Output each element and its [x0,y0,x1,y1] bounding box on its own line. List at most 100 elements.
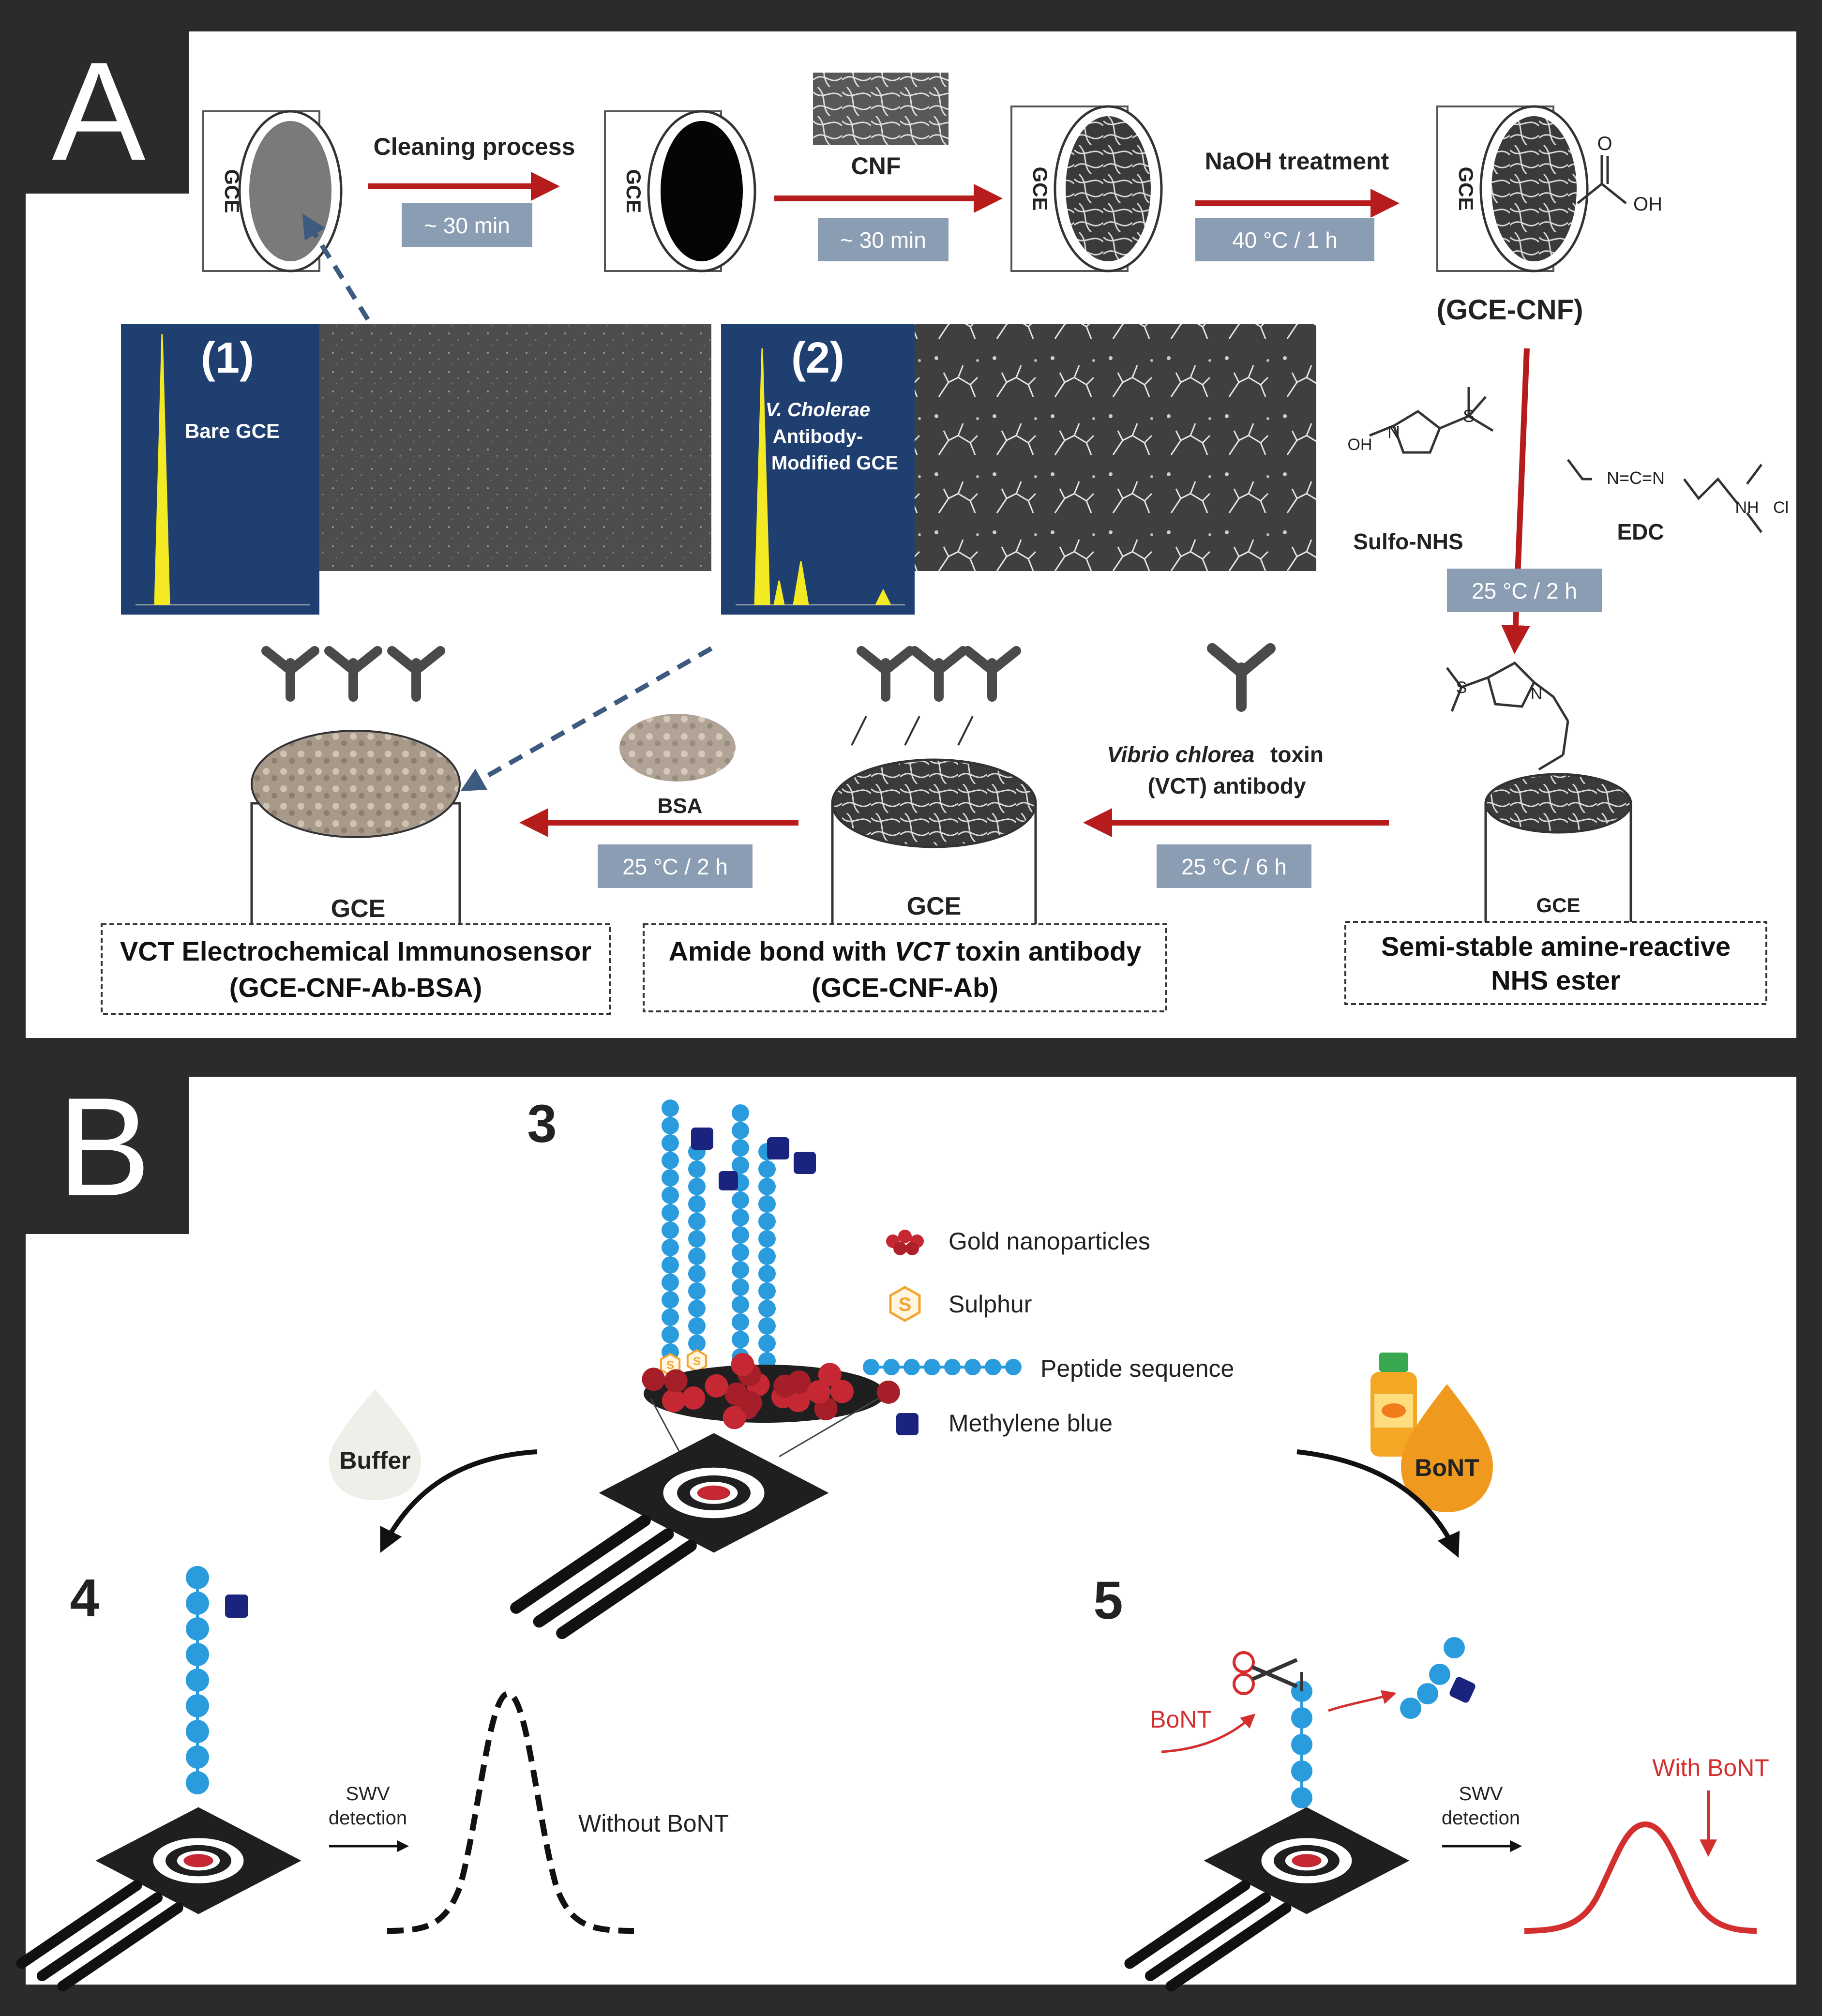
gce-label-2: GCE [622,169,645,213]
sem-2-caption-line3: Modified GCE [771,452,898,474]
dashed-arrow-sem-1 [302,213,370,321]
legend-peptide-bead [944,1359,961,1375]
peptide-bead [662,1239,679,1256]
electrode-body [1124,1807,1410,1992]
step-naoh-label: NaOH treatment [1205,148,1389,175]
carboxyl-o: O [1597,133,1612,154]
peptide-bead [688,1230,706,1248]
peptide-bead [1291,1707,1312,1729]
peptide-bead [688,1213,706,1230]
electrode-gce-cnf-ab: GCE [831,646,1037,931]
result-with-bont: With BoNT [1652,1754,1769,1781]
cond-box-activation [1447,569,1602,612]
peptide-bead [662,1274,679,1291]
peptide-bead [1291,1787,1312,1808]
peptide-bead [186,1771,209,1794]
electrode-body [510,1433,829,1640]
electrode-leads [510,1514,697,1640]
edc-cl: Cl [1773,498,1789,517]
legend-peptide-bead [863,1359,879,1375]
peptide-bead [662,1204,679,1221]
sulphur-icon-letter: S [899,1294,912,1315]
methylene-blue-tag [719,1171,738,1190]
bont-arrow [1161,1713,1256,1753]
panel-b-label: B [57,1068,151,1225]
bsa-label: BSA [658,794,703,818]
peptide-bead [732,1296,749,1313]
gce-label-3: GCE [1029,166,1052,211]
caption-ab-line2: (GCE-CNF-Ab) [812,972,998,1003]
panel-a-label-box [9,15,189,194]
peptide-bead [688,1317,706,1335]
methylene-blue-tag [767,1137,789,1159]
sulfo-nhs-s: S [1463,406,1475,426]
electrode-working-gold [697,1485,731,1501]
cond-box-naoh [1195,218,1374,261]
sem-panel-2: (2) V. Cholerae Antibody- Modified GCE [721,324,1316,615]
antibody-label-line2: (VCT) antibody [1147,773,1306,798]
gold-nanoparticle [642,1368,665,1391]
nhs-ester-s: S [1456,678,1467,697]
swv-left-line1: SWV [346,1783,390,1805]
peptide-sequence-icon [863,1359,1022,1375]
screen-printed-electrode-top [510,1433,829,1640]
swv-left-line2: detection [329,1807,407,1829]
legend-peptide-bead [903,1359,920,1375]
scissors-icon [1233,1651,1298,1695]
peptide-bead [186,1592,209,1615]
gold-nanoparticle [738,1391,762,1414]
peptide-bead [732,1313,749,1331]
electrode-working-gold [183,1854,213,1867]
peptide-bead [758,1265,776,1282]
peptide-bead [662,1169,679,1187]
methylene-blue-tag-left [225,1595,248,1618]
cond-naoh: 40 °C / 1 h [1232,227,1338,253]
cond-bsa: 25 °C / 2 h [622,854,728,879]
peptide-bead [732,1244,749,1261]
peptide-bead [732,1226,749,1244]
peptide-bead [688,1265,706,1282]
gce-label-nhs: GCE [1536,894,1580,917]
gold-nanoparticle [830,1380,854,1403]
electrode-body [16,1807,301,1992]
screen-printed-electrode-right [1124,1807,1410,1992]
peptide-bead [758,1300,776,1317]
peptide-bead [732,1139,749,1157]
gce-label-ab: GCE [907,892,962,920]
legend-peptide-bead [924,1359,940,1375]
cnf-image [813,73,949,145]
sulphur-icon: S [889,1286,921,1322]
peptide-bead [732,1157,749,1174]
peptide-bead [662,1326,679,1343]
peptide-bead [186,1669,209,1692]
gold-nanoparticle [773,1374,797,1398]
peptide-bead [758,1248,776,1265]
peptide-bead [186,1745,209,1769]
gold-nanoparticle [662,1389,685,1413]
nhs-ester-n: N [1531,685,1543,703]
peptide-bead [186,1617,209,1640]
bont-drop-label: BoNT [1415,1454,1479,1481]
electrode-clean-gce: GCE [604,110,756,272]
electrode-nhs-ester: S N GCE [1446,661,1632,926]
peptide-bead [758,1335,776,1352]
step-number-4: 4 [70,1568,99,1628]
electrode-immunosensor: GCE [250,646,461,931]
caption-nhs-line1: Semi-stable amine-reactive [1381,931,1731,962]
gce-label-1: GCE [221,169,243,213]
sulphur-tag-letter: S [693,1355,701,1368]
reagent-edc: EDC [1617,519,1664,544]
gce-cnf-label: (GCE-CNF) [1437,294,1583,326]
antibody-icon [1207,643,1276,712]
gold-nanoparticle [682,1386,706,1410]
cond-activation: 25 °C / 2 h [1472,578,1577,603]
carboxyl-group-bond [1577,155,1627,204]
gold-nanoparticles-icon [886,1230,924,1255]
gce-label-sensor: GCE [331,895,386,923]
panel-b: B 3 4 5 SSSS Gold nanoparticles S Sulphu… [0,1043,1822,2016]
gold-nanoparticle [723,1406,746,1429]
peptide-bead [662,1134,679,1152]
peptide-bead [662,1221,679,1239]
gold-nanoparticle [664,1369,688,1393]
